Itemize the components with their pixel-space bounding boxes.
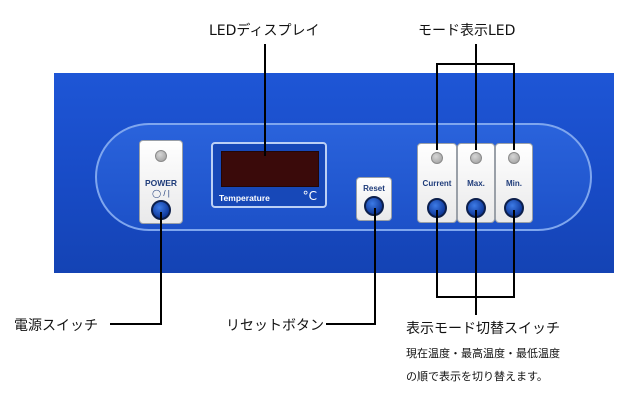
led-display: Temperature °C bbox=[211, 142, 327, 208]
callout-line-mode-led-v3 bbox=[513, 63, 515, 150]
callout-line-mode-led-v1 bbox=[436, 63, 438, 150]
callout-line-reset-h bbox=[326, 323, 376, 325]
callout-line-mode-sw-v1 bbox=[436, 210, 438, 298]
mode-label-min: Min. bbox=[506, 179, 522, 188]
display-label: Temperature bbox=[219, 193, 270, 203]
note-mode-line2: の順で表示を切り替えます。 bbox=[406, 370, 548, 383]
callout-line-mode-led-v-center bbox=[475, 44, 477, 64]
mode-label-current: Current bbox=[422, 179, 452, 188]
callout-line-mode-sw-v3 bbox=[513, 210, 515, 298]
power-label: POWER bbox=[144, 178, 178, 188]
callout-line-mode-sw-h bbox=[436, 296, 515, 298]
callout-line-reset-v bbox=[374, 208, 376, 325]
power-led bbox=[155, 150, 167, 162]
callout-line-power-v bbox=[160, 212, 162, 325]
label-mode-led: モード表示LED bbox=[418, 23, 516, 39]
max-led bbox=[470, 152, 482, 164]
label-led-display: LEDディスプレイ bbox=[209, 23, 320, 39]
reset-label: Reset bbox=[363, 184, 385, 193]
mode-label-max: Max. bbox=[467, 179, 485, 188]
callout-line-mode-led-v2 bbox=[475, 63, 477, 150]
note-mode-line1: 現在温度・最高温度・最低温度 bbox=[406, 347, 560, 360]
display-unit: °C bbox=[302, 189, 317, 203]
mode-button-current[interactable]: Current bbox=[417, 143, 457, 223]
label-reset-button: リセットボタン bbox=[226, 318, 324, 334]
label-mode-switch: 表示モード切替スイッチ bbox=[406, 321, 560, 337]
current-led bbox=[431, 152, 443, 164]
power-symbol: ◯ / | bbox=[152, 189, 170, 198]
callout-line-led-display bbox=[264, 44, 266, 156]
min-led bbox=[508, 152, 520, 164]
callout-line-power-h bbox=[110, 323, 162, 325]
display-screen bbox=[221, 151, 319, 187]
callout-line-mode-sw-v2 bbox=[475, 210, 477, 315]
label-power-switch: 電源スイッチ bbox=[14, 318, 98, 334]
